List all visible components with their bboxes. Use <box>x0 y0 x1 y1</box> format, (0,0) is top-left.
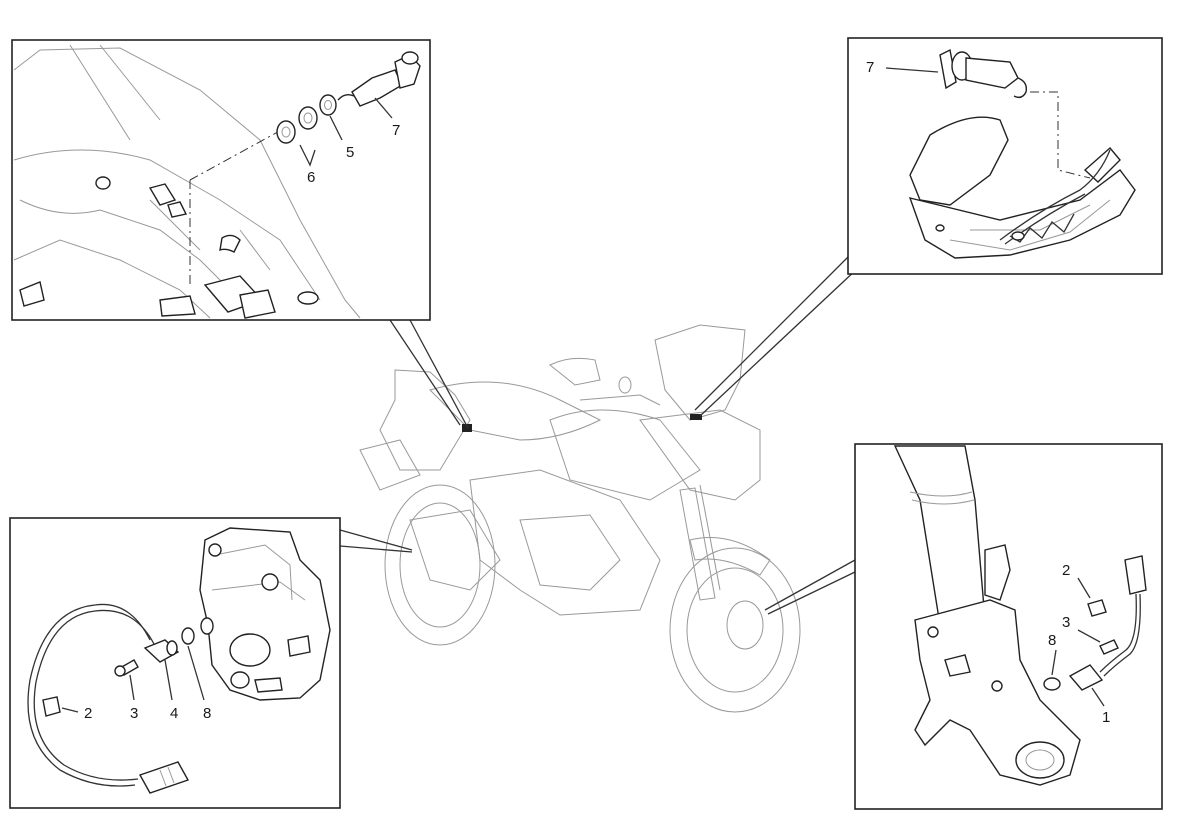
callout-4: 4 <box>170 705 178 722</box>
cap-2-left <box>42 696 61 717</box>
callout-7-top-left: 7 <box>392 122 400 139</box>
washer-8-left <box>181 627 195 645</box>
callout-7-top-right: 7 <box>866 59 874 76</box>
callout-6: 6 <box>307 169 315 186</box>
overview-marker-front <box>690 414 702 420</box>
washer-5 <box>319 94 337 116</box>
washer-6a <box>276 120 296 144</box>
sensor-7-top-left <box>337 51 421 107</box>
cap-2-right <box>1087 599 1107 617</box>
detail-panel-top-right: 7 <box>847 37 1163 275</box>
detail-panel-bottom-right: 2 3 8 1 <box>854 443 1163 810</box>
callout-5: 5 <box>346 144 354 161</box>
speed-sensor-1 <box>1068 664 1104 691</box>
sensor-connector <box>138 761 190 794</box>
callout-3-right: 3 <box>1062 614 1070 631</box>
overview-marker-tail <box>462 424 472 432</box>
washer-8-right <box>1043 677 1061 691</box>
leader-lines <box>339 254 859 615</box>
callout-1: 1 <box>1102 709 1110 726</box>
callout-3-left: 3 <box>130 705 138 722</box>
callout-8-left: 8 <box>203 705 211 722</box>
screw-3-right <box>1099 639 1119 655</box>
sensor-7-top-right <box>939 48 1028 99</box>
detail-panel-bottom-left: 2 3 4 8 <box>9 517 341 809</box>
washer-6b <box>298 106 318 130</box>
callout-2-left: 2 <box>84 705 92 722</box>
sensor-connector-right <box>1124 555 1147 595</box>
detail-panel-top-left: 7 5 6 <box>11 39 431 321</box>
callout-2-right: 2 <box>1062 562 1070 579</box>
callout-8-right: 8 <box>1048 632 1056 649</box>
motorcycle-overview <box>359 324 801 713</box>
